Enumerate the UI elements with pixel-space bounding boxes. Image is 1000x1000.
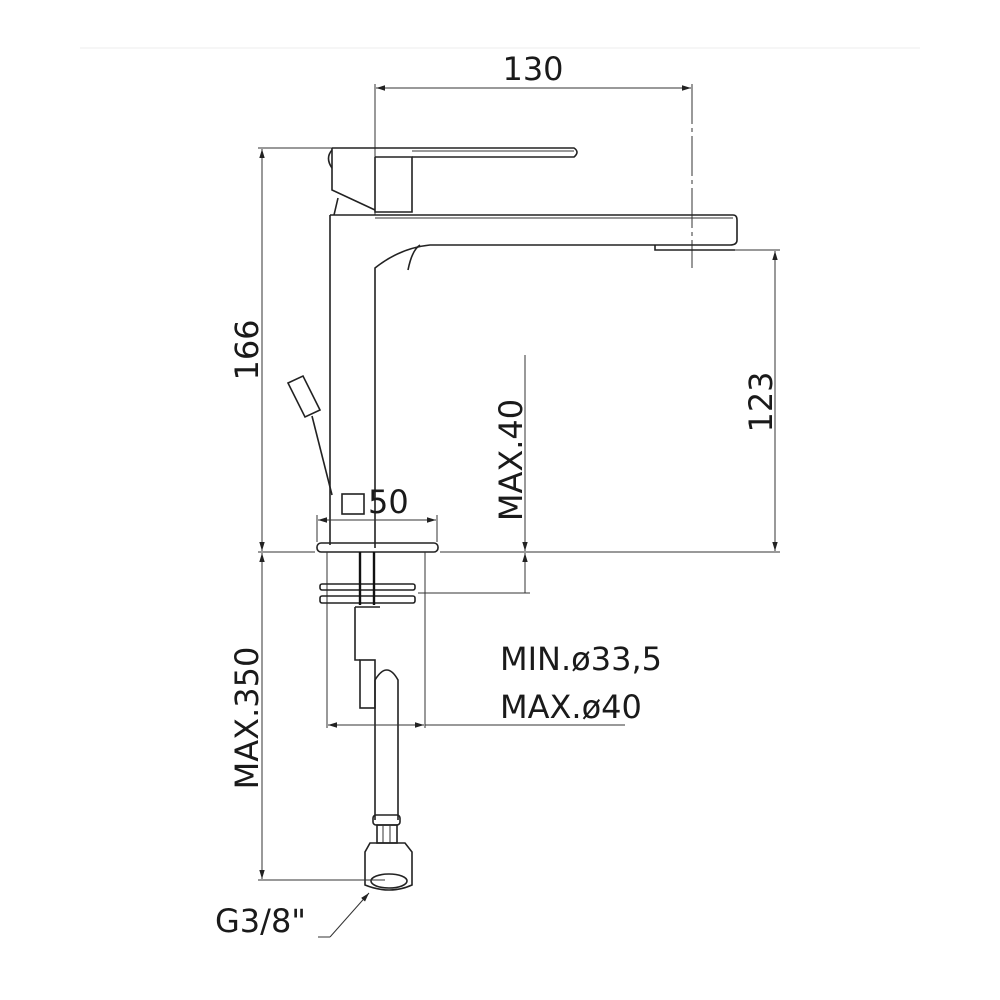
dim-label-max-40: MAX.40	[492, 399, 530, 521]
dim-label-max-350: MAX.350	[228, 647, 266, 790]
dim-label-166: 166	[228, 319, 266, 380]
dim-hose-length: MAX.350	[228, 553, 385, 881]
dim-total-height: 166	[228, 147, 332, 551]
dim-label-hole-max: MAX.ø40	[500, 688, 642, 726]
dim-deck-thickness: MAX.40	[418, 355, 530, 594]
dim-connection: G3/8"	[215, 892, 370, 940]
dim-spout-reach: 130	[374, 50, 693, 268]
mounting-assembly	[319, 552, 426, 891]
dim-label-g38: G3/8"	[215, 902, 306, 940]
dim-label-130: 130	[502, 50, 563, 88]
dim-label-hole-min: MIN.ø33,5	[500, 640, 662, 678]
dim-spout-height: 123	[735, 249, 780, 551]
dim-label-50: 50	[368, 483, 409, 521]
dim-base-size: 50	[316, 483, 438, 542]
faucet-body	[286, 147, 738, 553]
dim-hole-diameter: MIN.ø33,5 MAX.ø40	[328, 640, 662, 728]
square-symbol-icon	[341, 493, 365, 515]
dim-label-123: 123	[742, 371, 780, 432]
